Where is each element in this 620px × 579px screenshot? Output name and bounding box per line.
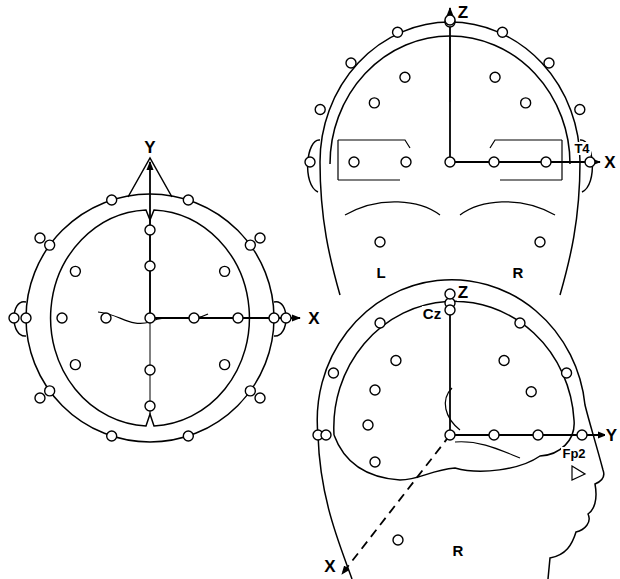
electrode [562,368,572,378]
electrode [255,233,265,243]
electrode [369,98,379,108]
cerebellum-right [490,140,562,180]
cerebellum-left [338,140,410,180]
electrode [321,430,331,440]
central-sulcus [98,312,208,323]
electrode [145,313,155,323]
electrode [445,157,455,167]
axis-label: Z [457,4,469,21]
electrode [401,157,411,167]
electrode [526,387,536,397]
electrode [445,430,455,440]
axis-label: Z [457,284,469,301]
electrode [21,313,31,323]
axis-arrow [450,161,600,163]
electrode [245,240,255,250]
electrode [70,360,80,370]
electrode [45,240,55,250]
electrode [445,289,455,299]
electrode [521,98,531,108]
electrode [489,430,499,440]
electrode [400,72,410,82]
electrode [541,157,551,167]
electrode [393,27,403,37]
axis-arrow [342,435,450,574]
electrode [35,393,45,403]
electrode [349,157,359,167]
axis-label: L [375,265,386,280]
occipital-right [460,202,555,215]
electrode [375,237,385,247]
electrode [490,72,500,82]
occipital-left [345,202,440,215]
electrode [315,105,325,115]
head-outline [26,194,274,442]
axis-label: Fp2 [561,447,586,460]
axis-arrow [149,162,151,318]
electrode [544,58,554,68]
electrode [393,535,403,545]
electrode [499,356,509,366]
axis-label: X [603,154,616,171]
axis-arrow [449,300,451,435]
electrode [233,313,243,323]
lateral-fissure [455,442,520,458]
drawing [9,8,606,579]
electrode [497,27,507,37]
electrode [183,195,193,205]
axis-label: Y [143,139,156,156]
electrode [370,457,380,467]
electrode [245,386,255,396]
electrode [535,237,545,247]
axis-label: X [307,310,320,327]
electrode [445,305,455,315]
central-sulcus [445,388,460,430]
axis-label: Cz [422,306,442,321]
electrode [363,420,373,430]
electrode [489,157,499,167]
axis-label: R [452,543,465,558]
electrode [585,157,595,167]
electrode [145,261,155,271]
brain-outline [334,301,574,480]
electrode [220,360,230,370]
head-outline [317,280,604,579]
electrode [575,105,585,115]
electrode [328,368,338,378]
electrode [255,393,265,403]
electrode [281,313,291,323]
electrode [107,195,117,205]
axis-label: Y [605,427,618,444]
electrode [101,313,111,323]
axis-label: R [512,265,525,280]
electrode [9,313,19,323]
electrode [57,313,67,323]
eye [572,466,585,480]
electrode [305,157,315,167]
electrode [70,266,80,276]
electrode [145,365,155,375]
electrode [145,225,155,235]
electrode [183,431,193,441]
electrode [515,318,525,328]
electrode [370,385,380,395]
electrode [35,233,45,243]
electrode [145,401,155,411]
axis-label: T4 [573,142,590,155]
axis-arrow [449,8,451,162]
axis-label: X [323,558,336,575]
electrode [107,431,117,441]
electrode [533,430,543,440]
electrode [577,430,587,440]
electrode [375,318,385,328]
electrode [269,313,279,323]
electrode [45,386,55,396]
electrode [445,15,455,25]
electrode [220,266,230,276]
electrode [189,313,199,323]
electrode [391,356,401,366]
electrode [346,58,356,68]
